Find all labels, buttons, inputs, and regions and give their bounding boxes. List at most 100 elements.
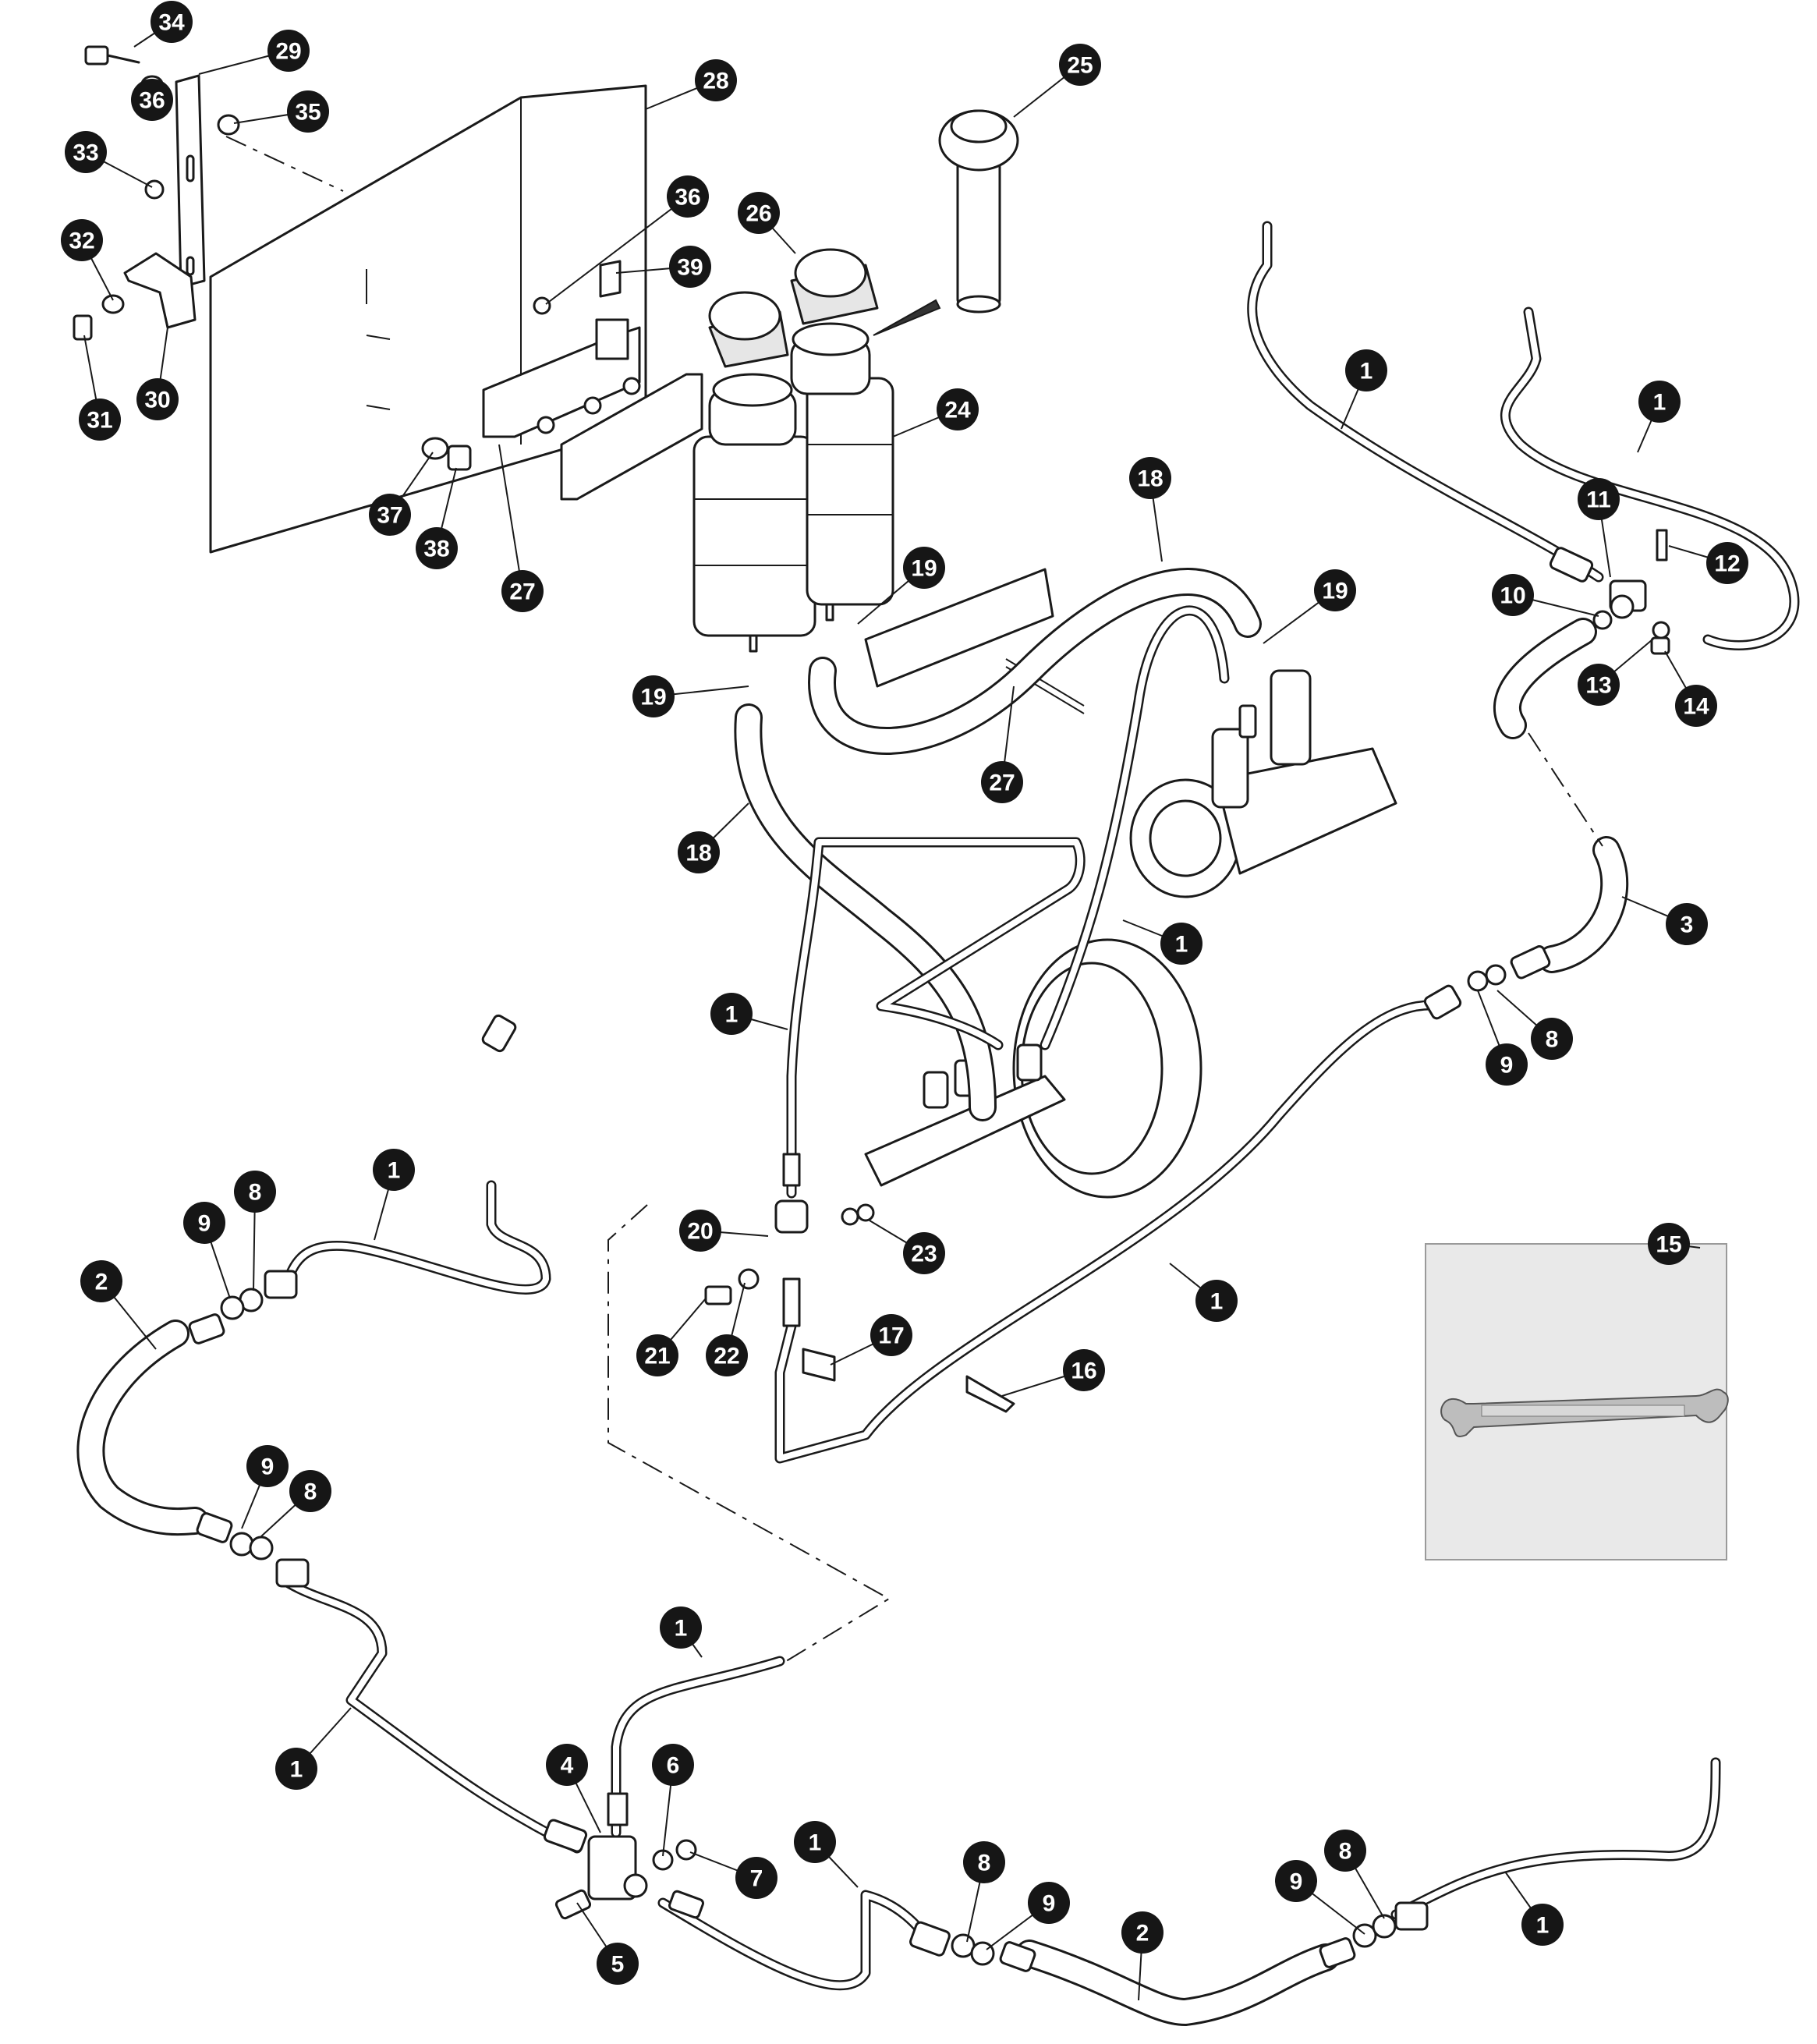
fluid-reservoir-front (692, 373, 816, 653)
callout-number: 1 (388, 1158, 401, 1184)
reservoir-filler-neck (873, 109, 1019, 336)
callout-badge (416, 527, 458, 569)
reservoir-hose-right (808, 568, 1262, 755)
callout-badge (695, 59, 737, 101)
callout-33: 33 (65, 131, 153, 188)
callout-32: 32 (61, 219, 114, 301)
fluid-reservoir-rear (790, 322, 894, 622)
callout-badge (246, 1445, 289, 1487)
callout-number: 1 (1360, 359, 1373, 384)
union-fittings (188, 529, 1670, 1588)
callout-2: 2 (80, 1260, 157, 1350)
callout-number: 30 (144, 388, 170, 413)
callout-number: 33 (73, 140, 98, 166)
callout-3: 3 (1621, 896, 1708, 945)
callout-badge (79, 399, 121, 441)
callout-35: 35 (233, 90, 329, 133)
callout-badge (61, 219, 103, 261)
callout-9: 9 (241, 1445, 289, 1529)
callout-8: 8 (963, 1841, 1005, 1943)
callout-leader-line (498, 444, 523, 592)
callout-badge (1160, 923, 1202, 965)
callout-badge (1578, 664, 1620, 706)
callout-number: 1 (809, 1830, 822, 1856)
callout-number: 8 (978, 1851, 991, 1876)
callout-number: 23 (911, 1242, 937, 1267)
callout-number: 19 (911, 556, 937, 582)
callout-1: 1 (794, 1821, 859, 1888)
callout-number: 13 (1585, 673, 1611, 699)
callout-11: 11 (1578, 478, 1620, 578)
callout-number: 27 (509, 579, 535, 605)
callout-badge (183, 1202, 225, 1244)
callout-badge (735, 1857, 777, 1899)
callout-number: 6 (667, 1753, 680, 1779)
callout-8: 8 (260, 1470, 331, 1537)
t-piece-lower (543, 1792, 704, 1920)
callout-number: 10 (1500, 583, 1525, 609)
callout-number: 17 (878, 1323, 904, 1349)
callout-number: 9 (198, 1211, 211, 1237)
callout-badge (131, 79, 173, 121)
callout-4: 4 (546, 1744, 601, 1833)
callout-number: 20 (687, 1219, 713, 1245)
callout-12: 12 (1668, 542, 1748, 584)
callout-badge (597, 1943, 639, 1985)
callout-badge (234, 1171, 276, 1213)
callout-badge (937, 388, 979, 430)
callout-22: 22 (706, 1282, 748, 1376)
callout-badge (678, 831, 720, 873)
callout-number: 8 (304, 1479, 317, 1505)
callout-13: 13 (1578, 635, 1658, 706)
callout-badge (870, 1314, 912, 1356)
callout-number: 14 (1683, 694, 1709, 720)
callout-9: 9 (1477, 990, 1528, 1086)
callout-20: 20 (679, 1210, 769, 1252)
callout-badge (289, 1470, 331, 1512)
brake-pipes (283, 221, 1800, 1991)
callout-badge (1578, 478, 1620, 520)
callout-27: 27 (498, 444, 544, 612)
callout-number: 1 (725, 1002, 738, 1028)
callout-badge (738, 192, 780, 234)
callout-24: 24 (892, 388, 979, 437)
callout-5: 5 (576, 1902, 639, 1985)
callout-19: 19 (1263, 569, 1356, 644)
callout-number: 11 (1586, 487, 1611, 513)
callout-number: 16 (1071, 1359, 1096, 1384)
callout-number: 1 (1175, 932, 1188, 958)
callout-badge (1531, 1018, 1573, 1060)
callout-1: 1 (1637, 381, 1681, 453)
reservoir-bracket (366, 260, 703, 501)
callout-badge (373, 1149, 415, 1191)
callout-badge (151, 1, 193, 43)
callout-23: 23 (869, 1220, 945, 1274)
callout-badge (1028, 1882, 1070, 1924)
flexible-brake-hoses (76, 618, 1629, 2026)
callout-badge (679, 1210, 721, 1252)
callout-30: 30 (136, 327, 179, 420)
callout-number: 29 (275, 39, 301, 65)
callout-1: 1 (1122, 919, 1202, 965)
callout-number: 34 (158, 10, 185, 36)
callout-number: 36 (675, 185, 700, 211)
callout-badge (1666, 903, 1708, 945)
callout-badge (1638, 381, 1681, 423)
callout-36: 36 (131, 79, 173, 121)
callout-badge (1706, 542, 1748, 584)
callout-1: 1 (710, 993, 788, 1035)
callout-38: 38 (416, 467, 458, 569)
callout-number: 1 (675, 1616, 688, 1642)
callout-badge (1059, 44, 1101, 86)
callout-2: 2 (1121, 1911, 1164, 2001)
callout-badge (794, 1821, 836, 1863)
callout-number: 39 (677, 255, 703, 281)
callout-badge (1486, 1043, 1528, 1086)
callout-16: 16 (1001, 1349, 1105, 1397)
callout-number: 1 (1210, 1289, 1224, 1315)
callout-1: 1 (660, 1607, 703, 1658)
callout-number: 36 (139, 88, 165, 114)
callout-number: 2 (95, 1270, 108, 1295)
callout-badge (652, 1744, 694, 1786)
callout-badge (1345, 349, 1387, 391)
